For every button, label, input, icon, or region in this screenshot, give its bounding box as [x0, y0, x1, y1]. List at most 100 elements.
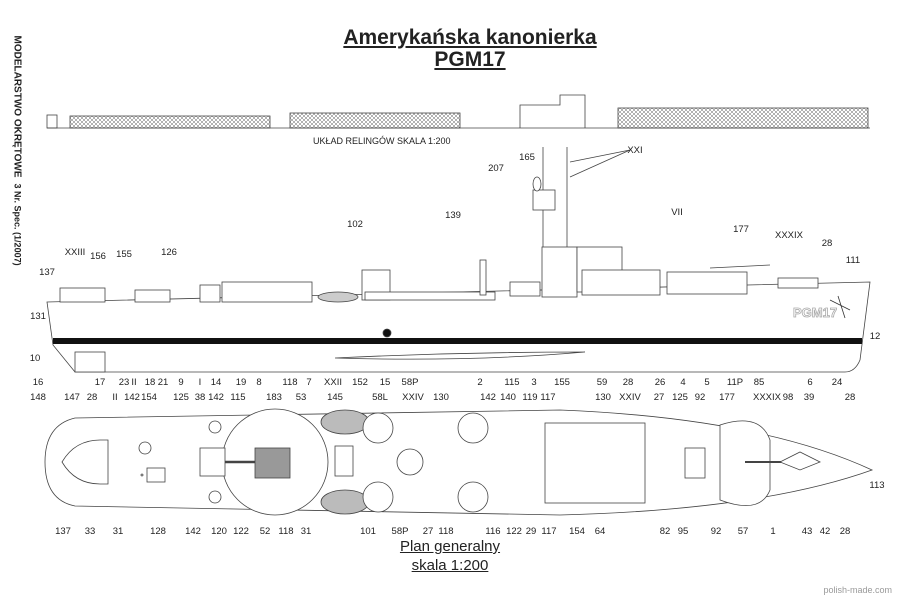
callout-label: 154: [141, 392, 157, 403]
callout-label: 19: [235, 377, 247, 388]
callout-label: 85: [753, 377, 765, 388]
callout-label: 31: [300, 526, 312, 537]
callout-label: 125: [672, 392, 688, 403]
callout-label: 43: [801, 526, 813, 537]
callout-label: 28: [844, 392, 856, 403]
callout-label: 122: [506, 526, 522, 537]
callout-label: 142: [480, 392, 496, 403]
callout-label: 142: [124, 392, 140, 403]
callout-label: 28: [86, 392, 98, 403]
callout-label: 156: [90, 251, 106, 262]
callout-label: 98: [782, 392, 794, 403]
callout-label: 82: [659, 526, 671, 537]
callout-label: 155: [554, 377, 570, 388]
callout-label: 122: [233, 526, 249, 537]
callout-label: I: [198, 377, 202, 388]
callout-label: 92: [710, 526, 722, 537]
plan-scale-caption: skala 1:200: [411, 557, 489, 574]
callout-label: 17: [94, 377, 106, 388]
callout-label: 131: [30, 311, 46, 322]
callout-label: 183: [266, 392, 282, 403]
callout-label: 118: [282, 377, 298, 388]
callout-label: 7: [306, 377, 312, 388]
callout-label: 152: [352, 377, 368, 388]
callout-label: 58L: [372, 392, 388, 403]
callout-label: 3: [531, 377, 537, 388]
callout-label: 27: [422, 526, 434, 537]
callout-label: 155: [116, 249, 132, 260]
callout-label: 57: [737, 526, 749, 537]
callout-label: 95: [677, 526, 689, 537]
callout-label: 27: [653, 392, 665, 403]
callout-label: 39: [803, 392, 815, 403]
callout-label: XXIV: [402, 392, 424, 403]
callout-label: 15: [379, 377, 391, 388]
callout-label: 101: [360, 526, 376, 537]
deck-plan: [44, 408, 874, 516]
callout-label: 117: [541, 526, 557, 537]
callout-label: 42: [819, 526, 831, 537]
callout-label: 38: [194, 392, 206, 403]
callout-label: 21: [157, 377, 169, 388]
hull-marking: PGM17: [793, 305, 837, 320]
callout-label: 145: [327, 392, 343, 403]
callout-label: 126: [161, 247, 177, 258]
callout-label: XXII: [324, 377, 342, 388]
callout-label: VII: [671, 207, 683, 218]
callout-label: 130: [433, 392, 449, 403]
callout-label: 142: [185, 526, 201, 537]
callout-label: 117: [540, 392, 556, 403]
callout-label: 120: [211, 526, 227, 537]
callout-label: 59: [596, 377, 608, 388]
plan-caption: Plan generalny: [399, 538, 501, 555]
railings-view: [46, 94, 870, 129]
railings-caption: UKŁAD RELINGÓW SKALA 1:200: [313, 136, 451, 146]
callout-label: 11P: [726, 377, 744, 388]
callout-label: XXXIX: [753, 392, 781, 403]
callout-label: 92: [694, 392, 706, 403]
callout-label: 2: [477, 377, 483, 388]
callout-label: II: [131, 377, 137, 388]
callout-label: 116: [485, 526, 501, 537]
callout-label: 64: [594, 526, 606, 537]
callout-label: 1: [770, 526, 776, 537]
callout-label: 5: [704, 377, 710, 388]
callout-label: 147: [64, 392, 80, 403]
callout-label: 12: [869, 331, 881, 342]
callout-label: 53: [295, 392, 307, 403]
callout-label: 28: [821, 238, 833, 249]
callout-label: 118: [438, 526, 454, 537]
callout-label: 24: [831, 377, 843, 388]
callout-label: XXIV: [619, 392, 641, 403]
callout-label: 140: [500, 392, 516, 403]
drawing-subtitle: PGM17: [434, 48, 506, 71]
callout-label: 115: [504, 377, 520, 388]
side-elevation: [46, 147, 871, 373]
callout-label: 6: [807, 377, 813, 388]
callout-label: 58P: [401, 377, 419, 388]
callout-label: 139: [445, 210, 461, 221]
callout-label: 128: [150, 526, 166, 537]
callout-label: 125: [173, 392, 189, 403]
drawing-title: Amerykańska kanonierka: [343, 26, 597, 49]
callout-label: 9: [178, 377, 184, 388]
callout-label: 115: [230, 392, 246, 403]
callout-label: 111: [845, 255, 861, 266]
callout-label: 28: [839, 526, 851, 537]
callout-label: 148: [30, 392, 46, 403]
callout-label: 137: [55, 526, 71, 537]
callout-label: 102: [347, 219, 363, 230]
callout-label: 10: [29, 353, 41, 364]
callout-label: XXIII: [64, 247, 86, 258]
callout-label: XXXIX: [775, 230, 803, 241]
callout-label: 207: [488, 163, 504, 174]
callout-label: 113: [869, 480, 885, 491]
callout-label: 130: [595, 392, 611, 403]
callout-label: 177: [719, 392, 735, 403]
watermark: polish-made.com: [823, 585, 892, 595]
callout-label: 31: [112, 526, 124, 537]
callout-label: 177: [733, 224, 749, 235]
callout-label: 28: [622, 377, 634, 388]
